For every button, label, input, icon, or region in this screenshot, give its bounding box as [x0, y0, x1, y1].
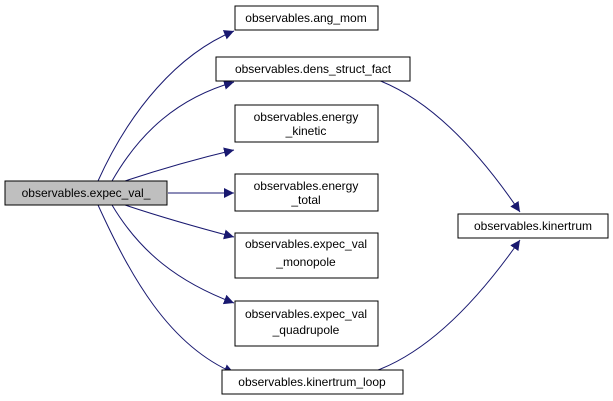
- node-energy-kinetic[interactable]: observables.energy _kinetic: [234, 104, 379, 143]
- node-label-line-1: observables.energy: [254, 110, 359, 124]
- node-expec-val-quadrupole[interactable]: observables.expec_val _quadrupole: [234, 300, 379, 347]
- edge-kinertrum-loop-to-kinertrum: [377, 239, 521, 371]
- edge-expec-val-to-energy-kinetic: [124, 147, 235, 182]
- node-label: observables.expec_val_: [22, 186, 151, 200]
- edge-expec-val-to-ang-mom: [97, 30, 235, 182]
- node-expec-val[interactable]: observables.expec_val_: [4, 180, 168, 206]
- node-label-line-1: observables.energy: [254, 179, 359, 193]
- node-kinertrum[interactable]: observables.kinertrum: [457, 213, 609, 239]
- edge-expec-val-to-dens-struct-fact: [111, 79, 235, 182]
- node-expec-val-monopole[interactable]: observables.expec_val _monopole: [234, 232, 379, 279]
- node-dens-struct-fact[interactable]: observables.dens_struct_fact: [215, 56, 411, 82]
- edge-expec-val-to-expec-val-quadrupole: [111, 204, 235, 305]
- node-label: observables.kinertrum: [474, 219, 592, 233]
- node-label: observables.ang_mom: [245, 11, 366, 25]
- node-label-line-2: _kinetic: [285, 124, 327, 138]
- edge-expec-val-to-expec-val-monopole: [124, 204, 235, 240]
- edge-dens-struct-fact-to-kinertrum: [377, 79, 521, 213]
- node-label-line-1: observables.expec_val: [245, 237, 367, 251]
- node-energy-total[interactable]: observables.energy _total: [234, 173, 379, 212]
- node-label-line-2: _monopole: [275, 255, 336, 269]
- node-ang-mom[interactable]: observables.ang_mom: [234, 5, 379, 31]
- edge-expec-val-to-kinertrum-loop: [97, 204, 235, 374]
- node-label-line-2: _total: [290, 193, 320, 207]
- node-kinertrum-loop[interactable]: observables.kinertrum_loop: [221, 369, 404, 395]
- node-label-line-2: _quadrupole: [272, 323, 340, 337]
- node-label-line-1: observables.expec_val: [245, 307, 367, 321]
- node-label: observables.dens_struct_fact: [235, 62, 392, 76]
- node-label: observables.kinertrum_loop: [238, 375, 386, 389]
